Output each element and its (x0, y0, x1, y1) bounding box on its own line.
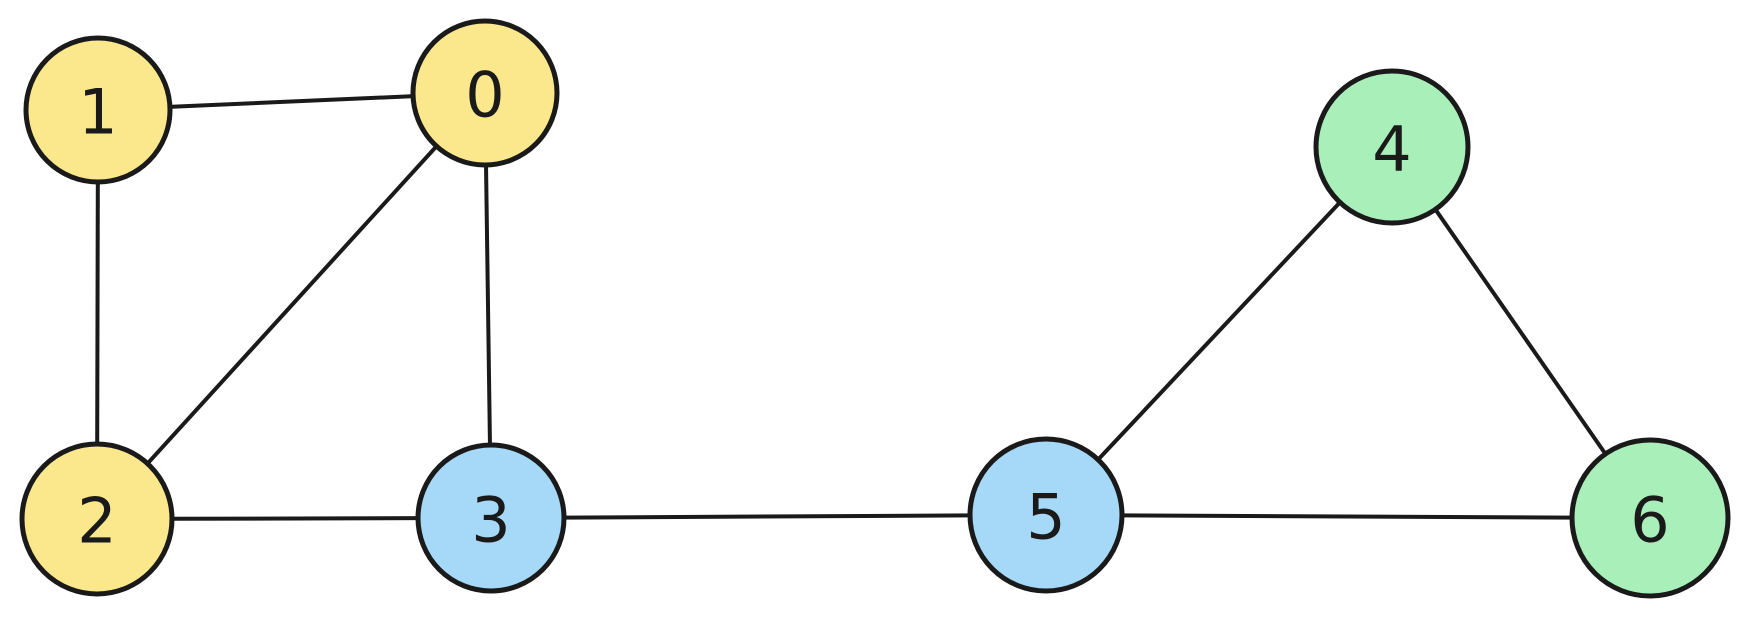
graph-node-label-5: 5 (1026, 481, 1065, 554)
graph-edge-5-6 (1118, 513, 1576, 520)
graph-node-label-3: 3 (471, 484, 510, 557)
graph-node-5[interactable]: 5 (967, 436, 1125, 594)
graph-node-label-6: 6 (1630, 484, 1669, 557)
edges-layer (95, 94, 1609, 521)
graph-node-label-1: 1 (78, 76, 117, 149)
graph-node-circle-4[interactable] (1313, 68, 1471, 226)
graph-edge-0-3 (484, 161, 492, 449)
graph-node-circle-5[interactable] (967, 436, 1125, 594)
graph-node-circle-0[interactable] (410, 18, 560, 168)
graph-node-2[interactable]: 2 (19, 441, 175, 597)
graph-node-label-2: 2 (77, 485, 116, 558)
graph-node-6[interactable]: 6 (1569, 437, 1731, 599)
graph-node-3[interactable]: 3 (415, 442, 567, 594)
graph-node-0[interactable]: 0 (410, 18, 560, 168)
graph-edge-2-3 (168, 516, 422, 521)
graph-edge-5-4 (1095, 199, 1343, 463)
graph-edge-1-0 (166, 94, 417, 109)
graph-node-circle-3[interactable] (415, 442, 567, 594)
graph-node-label-0: 0 (465, 59, 504, 132)
graph-edge-4-6 (1432, 206, 1609, 457)
graph-edge-0-2 (144, 143, 440, 467)
graph-edge-3-5 (560, 513, 974, 520)
graph-node-circle-2[interactable] (19, 441, 175, 597)
graph-node-1[interactable]: 1 (23, 35, 173, 185)
graph-node-4[interactable]: 4 (1313, 68, 1471, 226)
graph-node-label-4: 4 (1372, 113, 1411, 186)
graph-node-circle-6[interactable] (1569, 437, 1731, 599)
graph-node-circle-1[interactable] (23, 35, 173, 185)
graph-edge-1-2 (95, 178, 100, 448)
nodes-layer: 0 1 2 3 4 5 6 (19, 18, 1731, 599)
